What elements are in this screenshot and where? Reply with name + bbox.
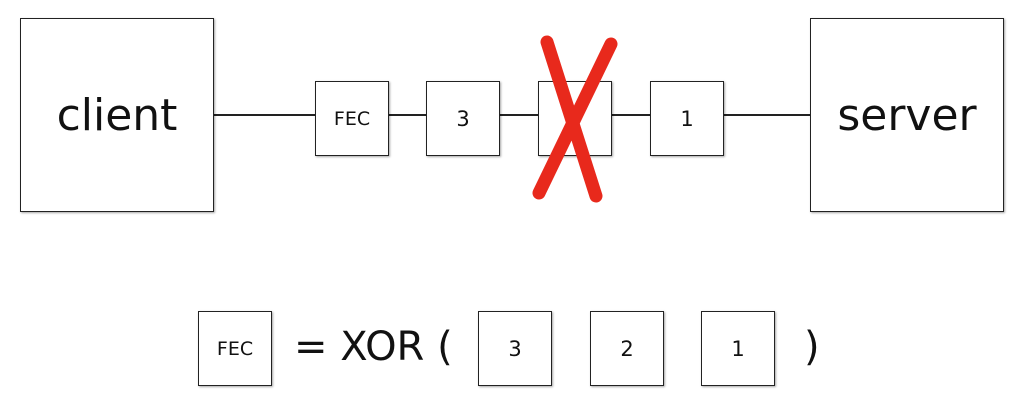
server-label: server xyxy=(837,89,977,141)
cross-stroke-2 xyxy=(532,37,618,200)
equation-operand-2: 2 xyxy=(590,311,664,386)
equation-operand-3-label: 3 xyxy=(508,336,522,361)
packet-1: 1 xyxy=(650,81,724,156)
equation-operand-1: 1 xyxy=(701,311,775,386)
packet-3: 3 xyxy=(426,81,500,156)
equation-operator: = XOR ( xyxy=(294,324,453,370)
packet-1-label: 1 xyxy=(680,106,694,131)
equation-operand-2-label: 2 xyxy=(620,336,634,361)
equation-operand-3: 3 xyxy=(478,311,552,386)
packet-fec: FEC xyxy=(315,81,389,156)
packet-fec-label: FEC xyxy=(333,107,371,130)
link-line xyxy=(213,114,810,116)
equation-close-paren: ) xyxy=(804,324,820,370)
equation-fec-label: FEC xyxy=(216,337,254,360)
equation-fec-box: FEC xyxy=(198,311,272,386)
client-label: client xyxy=(56,89,178,141)
packet-3-label: 3 xyxy=(456,106,470,131)
equation-operand-1-label: 1 xyxy=(731,336,745,361)
server-box: server xyxy=(810,18,1004,212)
client-box: client xyxy=(20,18,214,212)
